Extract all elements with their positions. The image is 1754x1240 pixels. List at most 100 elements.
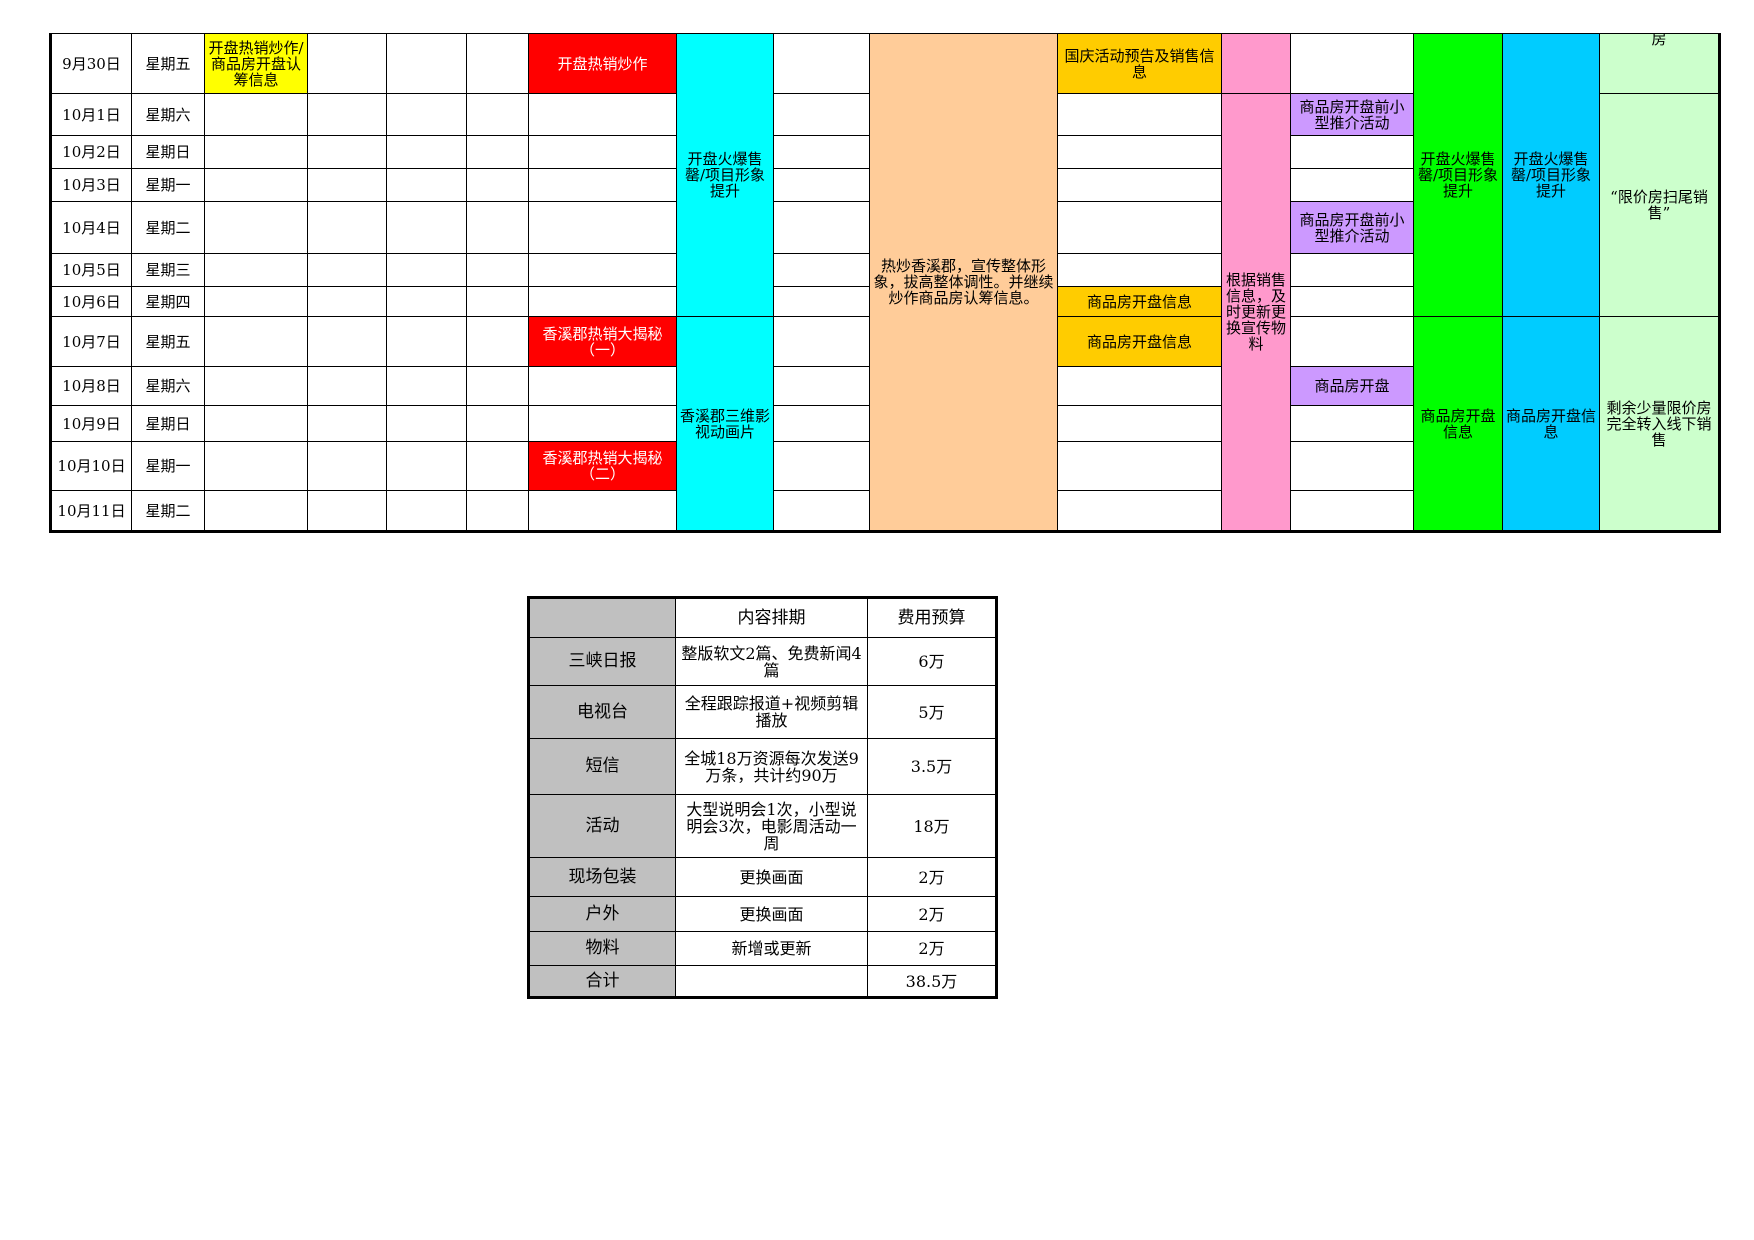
empty-cell	[466, 441, 529, 491]
budget-content: 新增或更新	[675, 931, 868, 966]
empty-cell	[204, 316, 308, 367]
empty-cell	[773, 168, 870, 202]
budget-channel: 户外	[528, 896, 676, 932]
budget-total-row: 合计 38.5万	[528, 965, 997, 998]
date-cell: 10月10日	[50, 441, 132, 491]
schedule-cell: 国庆活动预告及销售信息	[1057, 33, 1222, 94]
empty-cell	[307, 490, 387, 532]
weekday-cell: 星期四	[131, 286, 205, 317]
schedule-cell: 商品房开盘	[1290, 366, 1414, 406]
empty-cell	[528, 490, 677, 532]
weekday-cell: 星期六	[131, 366, 205, 406]
budget-channel: 三峡日报	[528, 637, 676, 686]
empty-cell	[307, 168, 387, 202]
empty-cell	[773, 405, 870, 442]
empty-cell	[307, 135, 387, 169]
empty-cell	[204, 286, 308, 317]
empty-cell	[204, 201, 308, 254]
schedule-cell-block: 根据销售信息，及时更新更换宣传物料	[1221, 93, 1291, 532]
budget-row: 三峡日报 整版软文2篇、免费新闻4篇 6万	[528, 637, 997, 686]
date-cell: 9月30日	[50, 33, 132, 94]
budget-channel: 电视台	[528, 685, 676, 739]
schedule-cell-block: 开盘火爆售罄/项目形象提升	[676, 33, 774, 317]
weekday-cell: 星期五	[131, 316, 205, 367]
empty-cell	[528, 93, 677, 136]
schedule-cell	[1221, 33, 1291, 94]
date-cell: 10月6日	[50, 286, 132, 317]
empty-cell	[466, 490, 529, 532]
empty-cell	[528, 253, 677, 287]
empty-cell	[204, 490, 308, 532]
empty-cell	[773, 135, 870, 169]
empty-cell	[386, 93, 467, 136]
weekday-cell: 星期日	[131, 405, 205, 442]
date-cell: 10月7日	[50, 316, 132, 367]
empty-cell	[466, 135, 529, 169]
empty-cell	[386, 316, 467, 367]
budget-row: 户外 更换画面 2万	[528, 896, 997, 932]
empty-cell	[773, 316, 870, 367]
empty-cell	[1290, 33, 1414, 94]
date-cell: 10月2日	[50, 135, 132, 169]
weekday-cell: 星期五	[131, 33, 205, 94]
date-cell: 10月4日	[50, 201, 132, 254]
weekday-cell: 星期日	[131, 135, 205, 169]
empty-cell	[773, 33, 870, 94]
empty-cell	[528, 168, 677, 202]
budget-cost: 2万	[867, 931, 997, 966]
empty-cell	[466, 366, 529, 406]
budget-row: 短信 全城18万资源每次发送9万条，共计约90万 3.5万	[528, 738, 997, 795]
schedule-cell-block: 开盘火爆售罄/项目形象提升	[1502, 33, 1600, 317]
table-row: 10月8日 星期六 商品房开盘	[50, 366, 1720, 406]
empty-cell	[528, 366, 677, 406]
empty-cell	[386, 490, 467, 532]
empty-cell	[528, 405, 677, 442]
weekday-cell: 星期六	[131, 93, 205, 136]
table-row: 9月30日 星期五 开盘热销炒作/商品房开盘认筹信息 开盘热销炒作 开盘火爆售罄…	[50, 33, 1720, 532]
empty-cell	[528, 201, 677, 254]
budget-cost: 2万	[867, 896, 997, 932]
empty-cell	[307, 405, 387, 442]
budget-channel: 物料	[528, 931, 676, 966]
empty-cell	[1290, 253, 1414, 287]
budget-cost: 18万	[867, 794, 997, 858]
budget-header-cost: 费用预算	[867, 597, 997, 638]
table-row: 10月6日 星期四 商品房开盘信息	[50, 286, 1720, 317]
empty-cell	[466, 168, 529, 202]
empty-cell	[307, 33, 387, 94]
empty-cell	[386, 405, 467, 442]
weekday-cell: 星期一	[131, 168, 205, 202]
budget-cost: 2万	[867, 857, 997, 897]
budget-cost: 3.5万	[867, 738, 997, 795]
table-row: 10月7日 星期五 香溪郡热销大揭秘（一） 香溪郡三维影视动画片 商品房开盘信息…	[50, 316, 1720, 532]
date-cell: 10月8日	[50, 366, 132, 406]
budget-content: 全城18万资源每次发送9万条，共计约90万	[675, 738, 868, 795]
date-cell: 10月3日	[50, 168, 132, 202]
empty-cell	[386, 135, 467, 169]
schedule-cell: 商品房开盘信息	[1057, 316, 1222, 367]
empty-cell	[773, 201, 870, 254]
empty-cell	[773, 366, 870, 406]
empty-cell	[307, 286, 387, 317]
budget-row: 电视台 全程跟踪报道+视频剪辑播放 5万	[528, 685, 997, 739]
empty-cell	[204, 253, 308, 287]
table-row: 10月5日 星期三	[50, 253, 1720, 287]
empty-cell	[307, 366, 387, 406]
schedule-cell: 商品房开盘前小型推介活动	[1290, 93, 1414, 136]
empty-cell	[386, 253, 467, 287]
budget-channel: 短信	[528, 738, 676, 795]
schedule-cell: 香溪郡热销大揭秘（一）	[528, 316, 677, 367]
empty-cell	[466, 253, 529, 287]
empty-cell	[386, 286, 467, 317]
empty-cell	[528, 135, 677, 169]
schedule-cell: 香溪郡热销大揭秘（二）	[528, 441, 677, 491]
schedule-cell: 商品房开盘前小型推介活动	[1290, 201, 1414, 254]
empty-cell	[466, 33, 529, 94]
empty-cell	[386, 168, 467, 202]
empty-cell	[1057, 405, 1222, 442]
empty-cell	[1057, 441, 1222, 491]
empty-cell	[386, 201, 467, 254]
budget-table: 内容排期 费用预算 三峡日报 整版软文2篇、免费新闻4篇 6万 电视台 全程跟踪…	[527, 596, 998, 999]
schedule-cell-block: 剩余少量限价房完全转入线下销售	[1599, 316, 1720, 532]
budget-header-row: 内容排期 费用预算	[528, 597, 997, 638]
